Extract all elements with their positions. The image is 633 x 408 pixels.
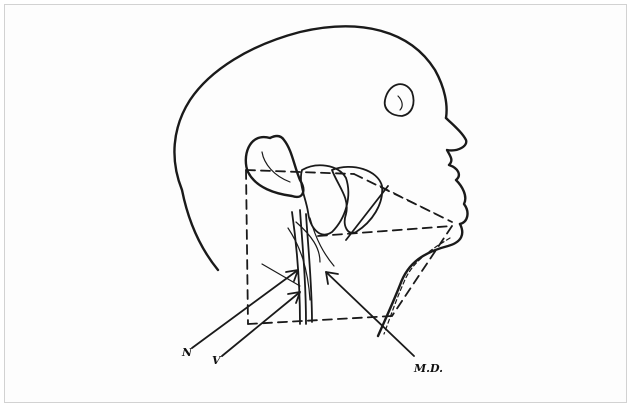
eye-fold [398, 96, 402, 110]
ear-inner [262, 152, 290, 182]
neck-front-dotted [384, 238, 450, 334]
label-md: M.D. [413, 362, 443, 375]
region-left-dashed [246, 170, 248, 324]
jaw-neck-front [378, 224, 462, 336]
region-mid-dashed [318, 226, 452, 236]
neck-muscle-fibres [288, 210, 334, 324]
head-outline [174, 26, 446, 270]
ear [246, 136, 303, 197]
arrow-v-shaft [222, 292, 300, 356]
face-profile [446, 118, 467, 224]
region-lower-diagonal [392, 226, 452, 316]
eye [385, 84, 414, 116]
label-v: V [212, 354, 222, 367]
parotid-gland [301, 165, 348, 234]
label-n: N [181, 346, 193, 359]
